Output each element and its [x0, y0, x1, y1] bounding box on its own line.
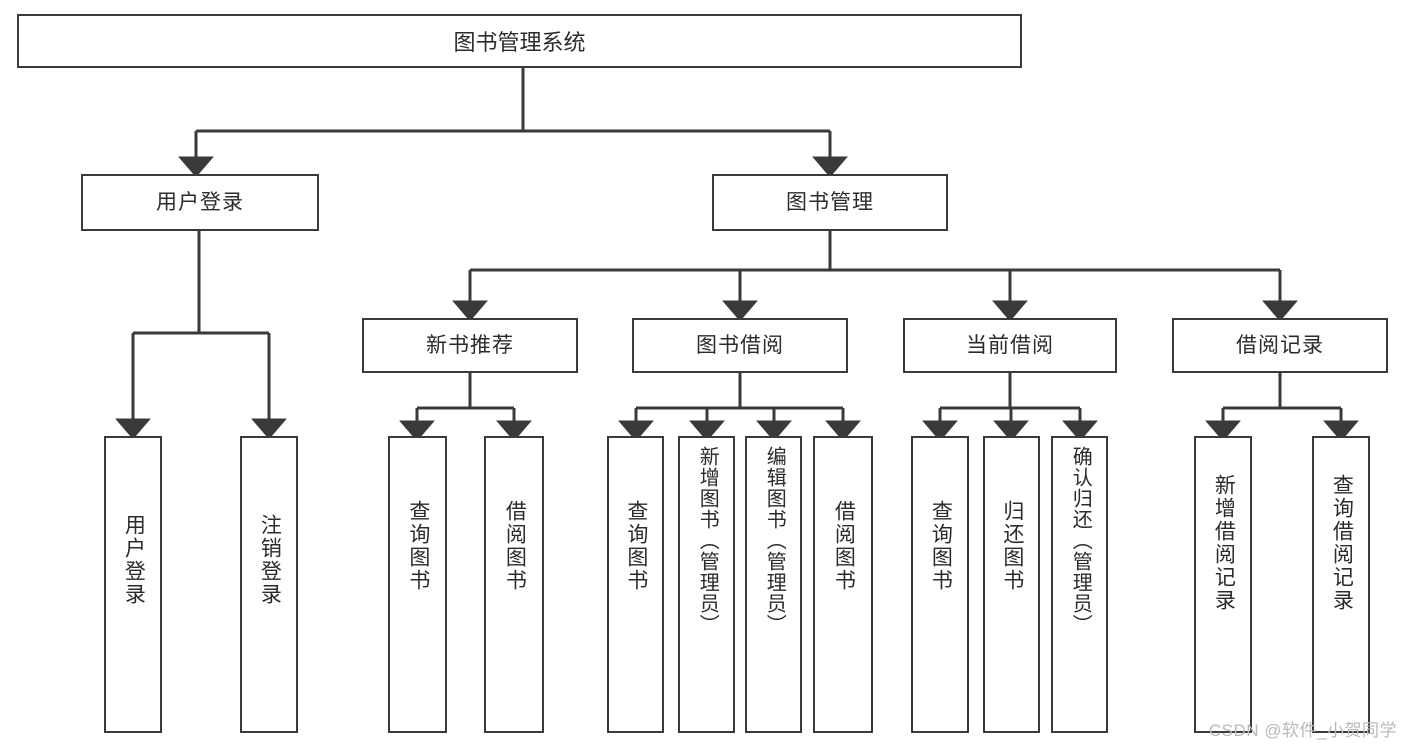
csdn-watermark: CSDN @软件_小贺同学 — [1208, 721, 1397, 740]
node-book-management[interactable]: 图书管理 — [712, 174, 948, 231]
node-root-label: 图书管理系统 — [453, 30, 586, 55]
node-leaf-query-book-borrow-label: 查询图书 — [624, 500, 648, 592]
node-leaf-user-login-label: 用户登录 — [122, 514, 146, 606]
node-leaf-borrow-book-new[interactable]: 借阅图书 — [484, 436, 544, 733]
node-book-borrow[interactable]: 图书借阅 — [632, 318, 848, 373]
node-leaf-borrow-book-label: 借阅图书 — [832, 500, 856, 592]
node-leaf-confirm-return-label: 确认归还（管理员） — [1069, 446, 1092, 635]
node-leaf-query-book-new-label: 查询图书 — [406, 500, 430, 592]
node-leaf-add-record-label: 新增借阅记录 — [1212, 474, 1236, 612]
node-leaf-query-book-borrow[interactable]: 查询图书 — [607, 436, 664, 733]
node-current-borrow[interactable]: 当前借阅 — [903, 318, 1117, 373]
node-leaf-edit-book[interactable]: 编辑图书（管理员） — [745, 436, 802, 733]
node-borrow-record-label: 借阅记录 — [1236, 333, 1324, 357]
node-leaf-borrow-book-new-label: 借阅图书 — [503, 500, 527, 592]
node-current-borrow-label: 当前借阅 — [966, 333, 1054, 357]
node-leaf-add-book[interactable]: 新增图书（管理员） — [678, 436, 735, 733]
node-leaf-query-book-current[interactable]: 查询图书 — [911, 436, 969, 733]
node-new-book-recommend[interactable]: 新书推荐 — [362, 318, 578, 373]
node-leaf-query-book-current-label: 查询图书 — [929, 500, 953, 592]
node-leaf-add-record[interactable]: 新增借阅记录 — [1194, 436, 1252, 733]
node-book-management-label: 图书管理 — [786, 190, 874, 214]
node-root[interactable]: 图书管理系统 — [17, 14, 1022, 68]
node-leaf-return-book[interactable]: 归还图书 — [983, 436, 1040, 733]
node-leaf-user-login[interactable]: 用户登录 — [104, 436, 162, 733]
node-new-book-recommend-label: 新书推荐 — [426, 333, 514, 357]
node-leaf-add-book-label: 新增图书（管理员） — [696, 446, 719, 635]
node-leaf-borrow-book[interactable]: 借阅图书 — [813, 436, 873, 733]
node-leaf-query-record[interactable]: 查询借阅记录 — [1312, 436, 1370, 733]
node-leaf-logout[interactable]: 注销登录 — [240, 436, 298, 733]
node-leaf-confirm-return[interactable]: 确认归还（管理员） — [1051, 436, 1108, 733]
node-leaf-edit-book-label: 编辑图书（管理员） — [763, 446, 786, 635]
node-leaf-logout-label: 注销登录 — [258, 514, 282, 606]
node-leaf-query-record-label: 查询借阅记录 — [1330, 474, 1354, 612]
node-user-login[interactable]: 用户登录 — [81, 174, 319, 231]
node-leaf-return-book-label: 归还图书 — [1000, 500, 1024, 592]
node-borrow-record[interactable]: 借阅记录 — [1172, 318, 1388, 373]
node-book-borrow-label: 图书借阅 — [696, 333, 784, 357]
node-leaf-query-book-new[interactable]: 查询图书 — [388, 436, 447, 733]
node-user-login-label: 用户登录 — [156, 190, 244, 214]
